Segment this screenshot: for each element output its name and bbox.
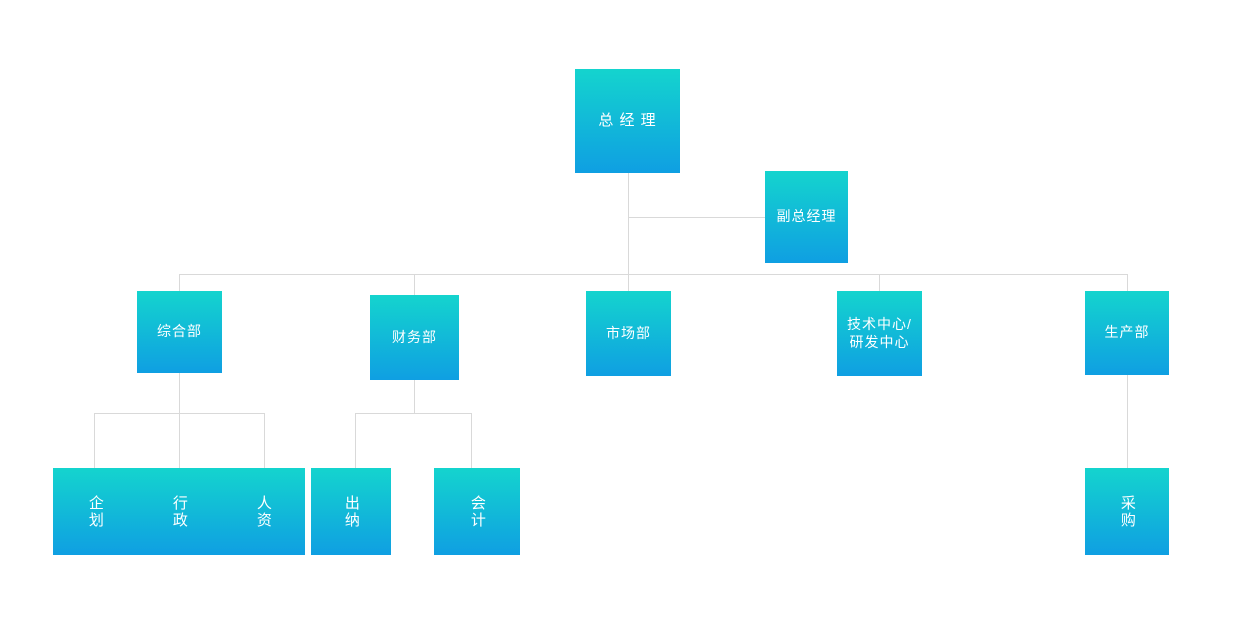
node-accounting-label: 会计 [468,494,486,529]
connector-finance-bus [355,413,472,414]
node-general-manager-label: 总 经 理 [598,111,657,129]
merged-band-general-affairs-children [53,468,305,555]
node-cashier-label: 出纳 [342,494,360,529]
connector-production-to-procurement [1127,375,1128,468]
node-deputy-general-manager-label: 副总经理 [776,208,837,225]
node-production[interactable]: 生产部 [1085,291,1169,375]
node-tech-center-label: 技术中心/ 研发中心 [847,316,912,350]
connector-level2-bus [179,274,1127,275]
connector-drop-general-affairs [179,274,180,291]
connector-drop-administration [179,413,180,468]
node-human-resources[interactable]: 人资 [221,468,305,555]
connector-finance-stem [414,380,415,413]
node-cashier[interactable]: 出纳 [311,468,391,555]
connector-gm-trunk [628,173,629,274]
node-general-affairs[interactable]: 综合部 [137,291,222,373]
node-deputy-general-manager[interactable]: 副总经理 [765,171,848,263]
node-finance-label: 财务部 [392,328,437,345]
node-human-resources-label: 人资 [254,494,272,529]
node-accounting[interactable]: 会计 [434,468,520,555]
node-administration[interactable]: 行政 [137,468,221,555]
node-administration-label: 行政 [170,494,188,529]
node-marketing[interactable]: 市场部 [586,291,671,376]
connector-drop-tech-center [879,274,880,291]
node-general-affairs-label: 综合部 [157,323,202,340]
connector-gm-to-deputy [628,217,765,218]
connector-drop-human-resources [264,413,265,468]
connector-general-affairs-stem [179,373,180,413]
node-finance[interactable]: 财务部 [370,295,459,380]
connector-drop-planning [94,413,95,468]
connector-drop-cashier [355,413,356,468]
node-production-label: 生产部 [1104,324,1150,341]
connector-drop-production [1127,274,1128,291]
node-general-manager[interactable]: 总 经 理 [575,69,680,173]
node-marketing-label: 市场部 [606,324,651,341]
node-planning[interactable]: 企划 [53,468,137,555]
connector-drop-finance [414,274,415,295]
merged-band-separator [305,466,311,557]
node-tech-center[interactable]: 技术中心/ 研发中心 [837,291,922,376]
connector-drop-accounting [471,413,472,468]
node-planning-label: 企划 [86,494,104,529]
connector-drop-marketing [628,274,629,291]
node-procurement[interactable]: 采购 [1085,468,1169,555]
node-procurement-label: 采购 [1118,494,1136,529]
